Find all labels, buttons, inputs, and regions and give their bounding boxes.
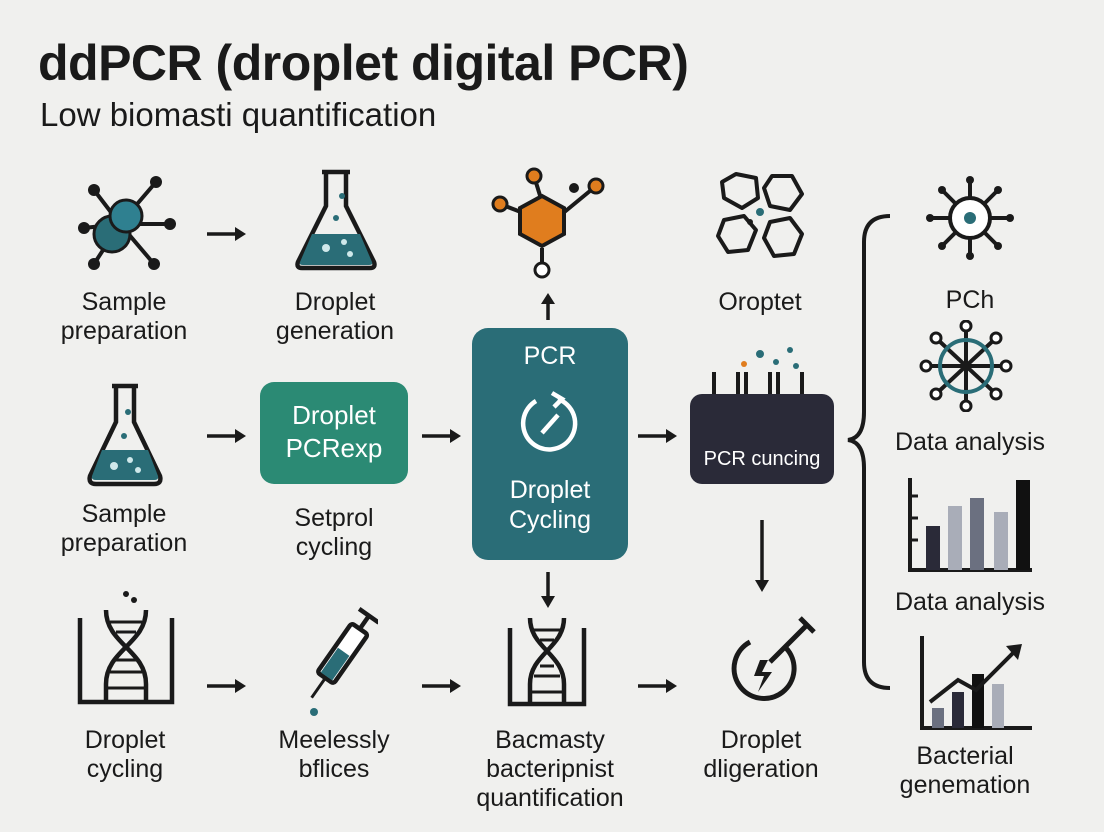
arrow-down-icon (541, 572, 555, 608)
arrow-right-icon (207, 227, 246, 241)
setprol-cycling-label: Setprol cycling (294, 504, 374, 561)
dna-icon (77, 591, 175, 705)
page-title: ddPCR (droplet digital PCR) (38, 35, 689, 91)
hexagon-cluster-icon (716, 172, 804, 258)
sample-preparation-label: Sample preparation (60, 288, 188, 345)
droplet-dligeration-label: Droplet dligeration (703, 726, 819, 783)
page-subtitle: Low biomasti quantification (40, 96, 437, 133)
cycle-icon (520, 391, 578, 452)
meelessly-bflices-label: Meelessly bflices (278, 726, 390, 783)
virus-icon (926, 176, 1014, 260)
bacterial-generation-label: Bacterial genemation (899, 742, 1031, 799)
flask-icon (87, 383, 163, 487)
arrow-up-icon (541, 293, 555, 320)
arrow-right-icon (638, 429, 677, 443)
pcr-box-title: PCR (523, 342, 577, 370)
droplet-pcr-box-text: Droplet PCRexp (285, 400, 383, 463)
data-analysis-label-1: Data analysis (894, 428, 1046, 456)
sample-preparation-label-2: Sample preparation (60, 500, 188, 557)
arrow-right-icon (422, 679, 461, 693)
pcr-cuncing-text: PCR cuncing (703, 448, 821, 470)
droplet-cycling-label: Droplet cycling (84, 726, 166, 783)
curly-brace (847, 214, 891, 690)
arrow-right-icon (422, 429, 461, 443)
arrow-right-icon (207, 679, 246, 693)
hexagon-molecule-icon (491, 167, 605, 279)
arrow-right-icon (207, 429, 246, 443)
pcr-box: PCR Droplet Cycling (472, 328, 628, 560)
pcr-box-subtitle: Droplet Cycling (509, 476, 591, 534)
bar-chart-icon (908, 478, 1032, 572)
molecule-icon (78, 176, 176, 270)
droplet-generation-label: Droplet generation (275, 288, 395, 345)
arrow-down-icon (755, 520, 769, 592)
trend-chart-icon (920, 636, 1032, 730)
flask-icon (295, 169, 377, 271)
network-icon (919, 320, 1013, 412)
oroptet-label: Oroptet (718, 288, 802, 316)
dna-icon (507, 617, 587, 707)
syringe-icon (310, 607, 378, 716)
droplet-pcr-box: Droplet PCRexp (260, 382, 408, 484)
pch-label: PCh (945, 286, 995, 314)
power-icon (731, 616, 816, 701)
pcr-cuncing-box: PCR cuncing (690, 394, 834, 484)
bacmasty-label: Bacmasty bacteripnist quantification (476, 726, 624, 812)
arrow-right-icon (638, 679, 677, 693)
data-analysis-label-2: Data analysis (894, 588, 1046, 616)
